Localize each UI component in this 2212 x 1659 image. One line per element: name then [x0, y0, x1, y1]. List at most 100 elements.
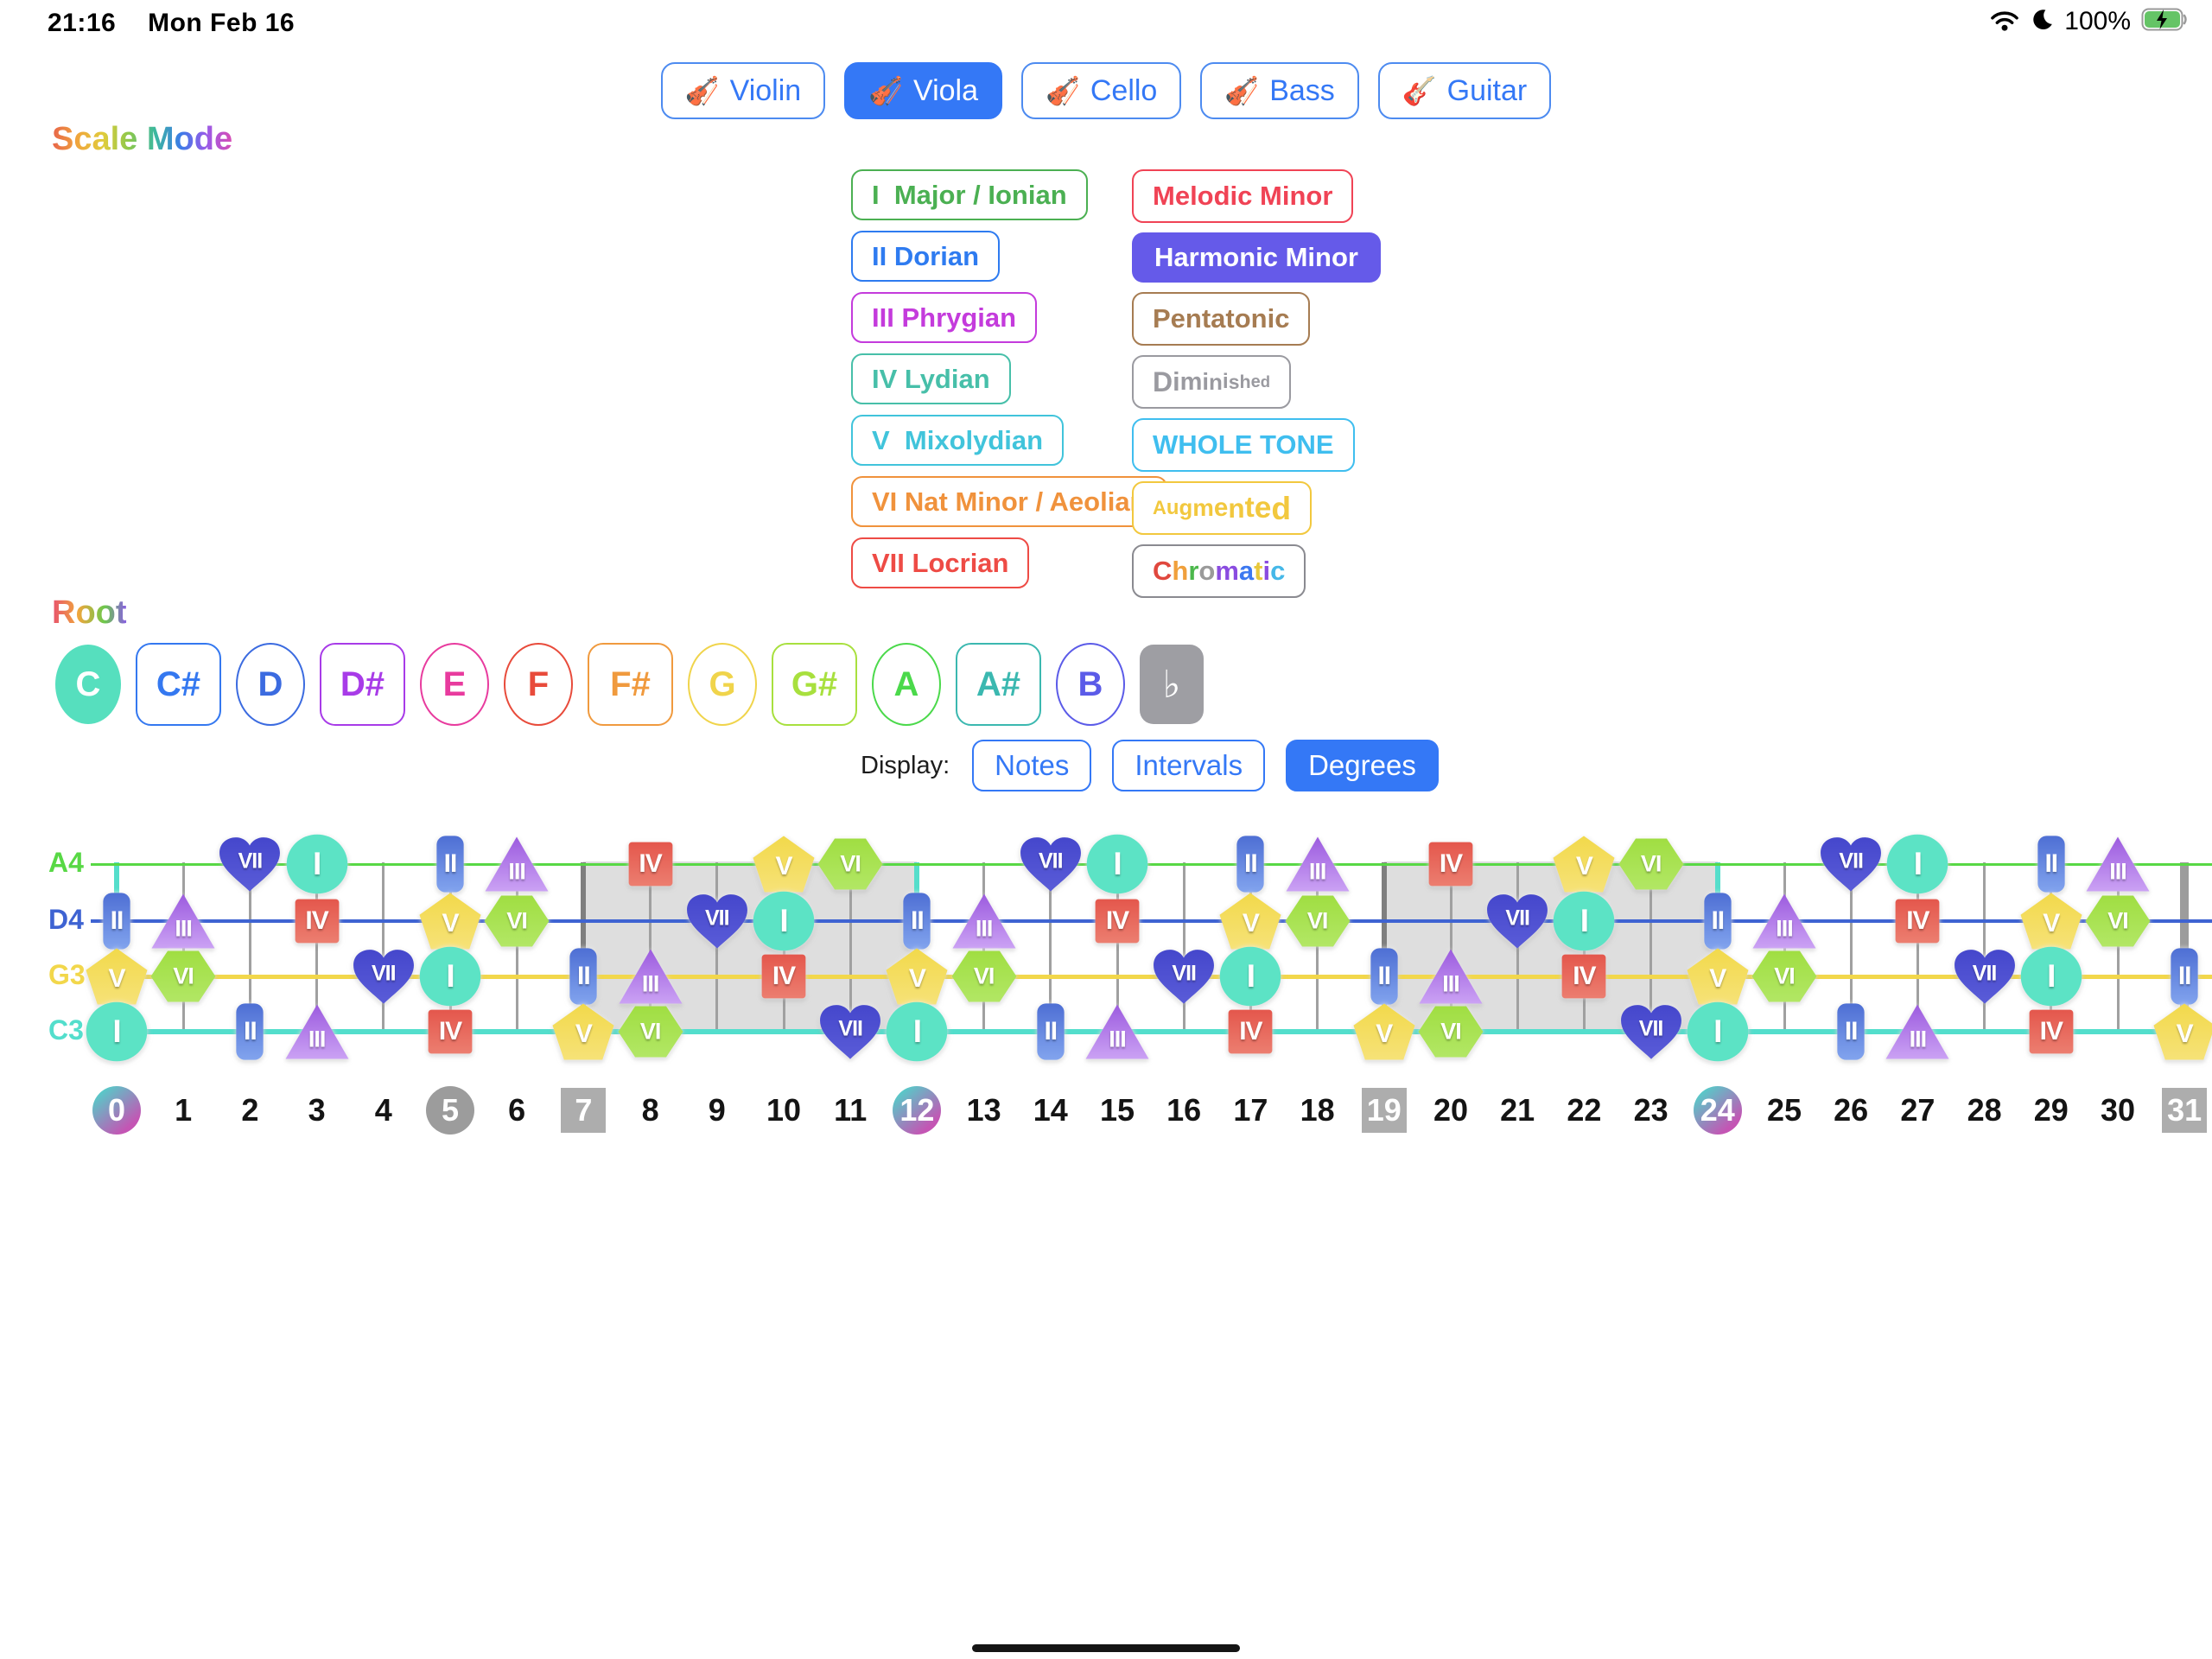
display-option-degrees[interactable]: Degrees [1286, 740, 1439, 791]
root-f[interactable]: F# [588, 643, 673, 726]
moon-icon [2030, 8, 2054, 36]
fret-number-22: 22 [1567, 1092, 1602, 1128]
degree-marker-vii-fret-11: VII [817, 1003, 883, 1060]
degree-label: III [508, 858, 526, 885]
tab-cello[interactable]: 🎻Cello [1021, 62, 1182, 119]
degree-label: VI [639, 1018, 662, 1045]
tab-bass[interactable]: 🎻Bass [1200, 62, 1359, 119]
degree-label: I [912, 1014, 922, 1049]
root-g[interactable]: G [688, 643, 757, 726]
fret-number-31: 31 [2158, 1086, 2210, 1135]
degree-marker-iii-fret-13: III [951, 893, 1017, 950]
fret-line-8 [649, 862, 652, 1033]
note-label: E [442, 664, 467, 703]
mode-harmonic-minor[interactable]: Harmonic Minor [1132, 232, 1381, 283]
degree-marker-vi-fret-11: VI [817, 837, 884, 891]
degree-label: V [108, 963, 125, 993]
degree-marker-iv-fret-15: IV [1094, 898, 1141, 944]
degree-label: I [2047, 958, 2056, 994]
degree-marker-iv-fret-29: IV [2028, 1008, 2075, 1055]
home-indicator[interactable] [972, 1644, 1240, 1652]
degree-marker-vii-fret-28: VII [1952, 948, 2018, 1005]
wifi-icon [1990, 9, 2019, 35]
tab-guitar[interactable]: 🎸Guitar [1377, 62, 1552, 119]
mode-v-mixolydian[interactable]: V Mixolydian [851, 415, 1065, 466]
degree-marker-ii-fret-7: II [569, 947, 598, 1006]
note-label: C# [156, 664, 201, 703]
fret-number-21: 21 [1500, 1092, 1535, 1128]
fret-line-31 [2180, 862, 2190, 1033]
mode-iii-phrygian[interactable]: III Phrygian [851, 292, 1038, 343]
display-option-intervals[interactable]: Intervals [1112, 740, 1266, 791]
degree-marker-iii-fret-1: III [150, 893, 216, 950]
degree-marker-vi-fret-1: VI [149, 950, 217, 1003]
display-option-notes[interactable]: Notes [972, 740, 1092, 791]
root-a[interactable]: A# [956, 643, 1041, 726]
fret-number-24: 24 [1692, 1086, 1744, 1135]
fret-number-11: 11 [834, 1092, 868, 1128]
display-label: Display: [861, 751, 950, 779]
fret-number-12: 12 [891, 1086, 943, 1135]
note-label: G [709, 664, 736, 703]
degree-marker-v-fret-19: V [1352, 1002, 1416, 1061]
degree-marker-vi-fret-20: VI [1417, 1005, 1484, 1058]
root-g[interactable]: G# [772, 643, 857, 726]
degree-marker-iii-fret-15: III [1084, 1003, 1150, 1060]
tab-viola[interactable]: 🎻Viola [844, 62, 1003, 119]
mode-i-major-ionian[interactable]: I Major / Ionian [851, 169, 1088, 220]
root-c[interactable]: C# [136, 643, 221, 726]
root-b[interactable]: B [1056, 643, 1125, 726]
degree-label: II [2177, 962, 2192, 990]
mode-whole-tone[interactable]: WHOLE TONE [1132, 418, 1355, 472]
clock: 21:16 [48, 9, 117, 37]
root-flat[interactable]: ♭ [1140, 645, 1204, 724]
root-d[interactable]: D [236, 643, 305, 726]
degree-marker-iii-fret-25: III [1751, 893, 1817, 950]
mode-vi-nat-minor-aeolian[interactable]: VI Nat Minor / Aeolian [851, 476, 1167, 527]
degree-label: V [575, 1019, 593, 1048]
degree-label: IV [2039, 1017, 2063, 1046]
fret-number-5: 5 [424, 1086, 476, 1135]
degree-label: I [1580, 903, 1589, 938]
degree-label: I [112, 1014, 121, 1049]
degree-marker-iv-fret-5: IV [427, 1008, 474, 1055]
string-g3 [91, 974, 2212, 979]
fret-number-badge: 7 [561, 1088, 607, 1133]
root-e[interactable]: E [420, 643, 489, 726]
degree-label: VII [1039, 849, 1064, 874]
degree-marker-v-fret-7: V [551, 1002, 615, 1061]
fret-line-27 [1916, 862, 1919, 1033]
root-d[interactable]: D# [320, 643, 405, 726]
degree-marker-iv-fret-10: IV [760, 953, 807, 1000]
fret-line-16 [1182, 862, 1185, 1033]
mode-iv-lydian[interactable]: IV Lydian [851, 353, 1011, 404]
fret-number-13: 13 [966, 1092, 1001, 1128]
degree-marker-vii-fret-4: VII [351, 948, 416, 1005]
degree-marker-v-fret-5: V [418, 892, 482, 950]
fret-line-30 [2116, 862, 2120, 1033]
root-a[interactable]: A [872, 643, 941, 726]
degree-marker-v-fret-24: V [1686, 947, 1750, 1006]
degree-label: IV [1439, 849, 1463, 878]
tab-violin[interactable]: 🎻Violin [660, 62, 826, 119]
fret-line-2 [248, 862, 251, 1033]
root-c[interactable]: C [55, 645, 121, 724]
fret-number-27: 27 [1900, 1092, 1936, 1128]
root-f[interactable]: F [504, 643, 573, 726]
degree-marker-ii-fret-14: II [1036, 1002, 1065, 1061]
status-bar: 21:16 Mon Feb 16 100% [0, 0, 2212, 45]
degree-label: IV [305, 906, 328, 935]
mode-melodic-minor[interactable]: Melodic Minor [1132, 169, 1354, 223]
degree-label: IV [1239, 1017, 1262, 1046]
string-c3 [91, 1029, 2212, 1034]
mode-pentatonic[interactable]: Pentatonic [1132, 292, 1311, 346]
mode-vii-locrian[interactable]: VII Locrian [851, 537, 1030, 588]
mode-ii-dorian[interactable]: II Dorian [851, 231, 1001, 282]
degree-label: VI [840, 850, 861, 877]
degree-label: II [1377, 962, 1391, 990]
